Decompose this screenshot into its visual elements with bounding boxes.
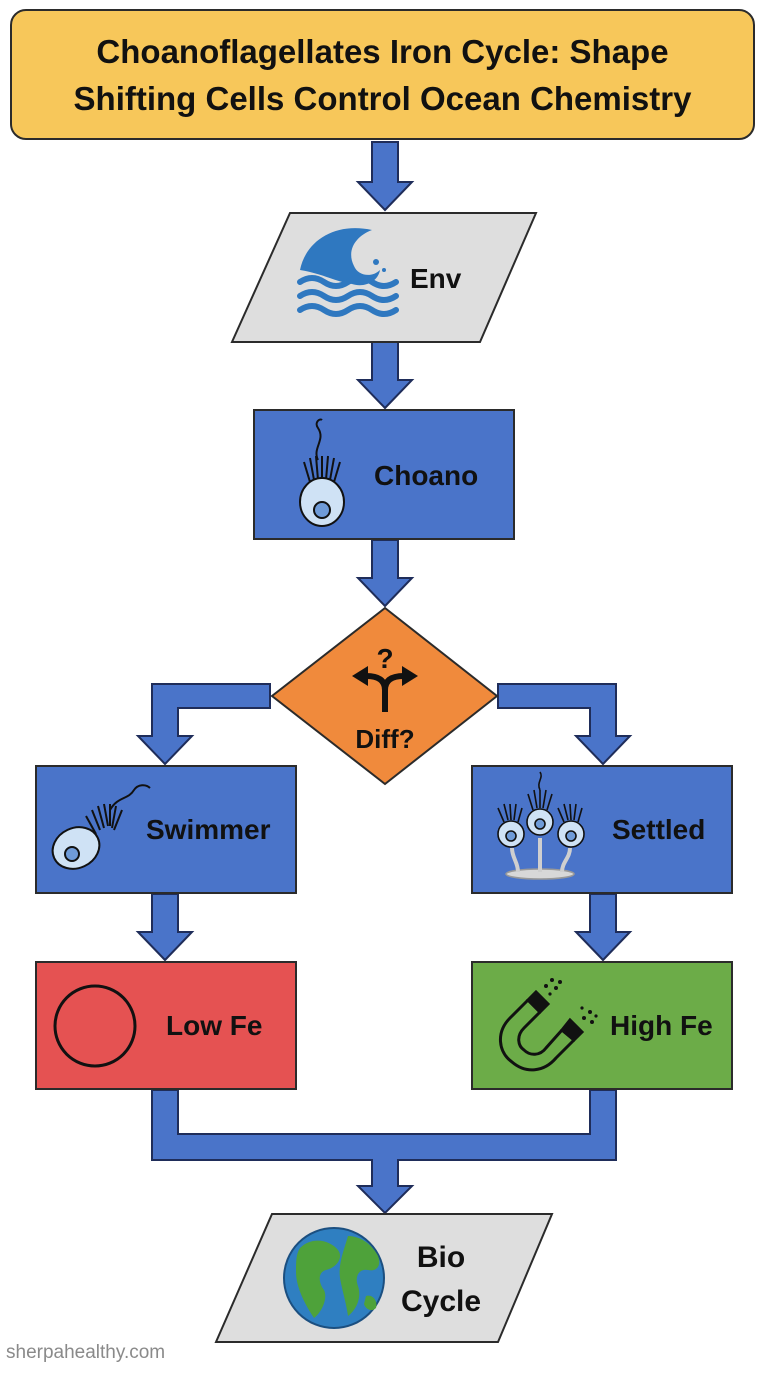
arrow-diff-to-settled bbox=[497, 683, 633, 766]
arrow-title-to-env bbox=[355, 141, 415, 212]
split-arrows-question-icon: ? bbox=[352, 643, 418, 712]
low-fe-node bbox=[35, 961, 297, 1090]
arrow-diff-to-swimmer bbox=[135, 683, 271, 766]
globe-icon bbox=[283, 1227, 385, 1329]
diagram-title-box: Choanoflagellates Iron Cycle: Shape Shif… bbox=[10, 9, 755, 140]
swimmer-label: Swimmer bbox=[146, 814, 271, 845]
env-label: Env bbox=[410, 263, 462, 294]
arrow-swimmer-to-low-fe bbox=[135, 893, 195, 962]
env-node bbox=[230, 212, 538, 343]
magnet-icon bbox=[499, 978, 598, 1072]
empty-circle-icon bbox=[53, 984, 137, 1068]
arrow-merge-to-bio-cycle bbox=[151, 1089, 617, 1215]
swimming-cell-icon bbox=[51, 784, 151, 870]
bio-cycle-label-line1: Bio bbox=[416, 1241, 466, 1274]
choanoflagellate-cell-icon bbox=[299, 418, 345, 527]
arrow-settled-to-high-fe bbox=[573, 893, 633, 962]
ocean-wave-icon bbox=[297, 228, 399, 317]
choano-label: Choano bbox=[374, 460, 479, 491]
svg-text:?: ? bbox=[376, 643, 393, 674]
arrow-env-to-choano bbox=[355, 341, 415, 410]
settled-label: Settled bbox=[612, 814, 706, 845]
low-fe-label: Low Fe bbox=[166, 1010, 263, 1041]
diff-label: Diff? bbox=[355, 723, 415, 754]
watermark: sherpahealthy.com bbox=[6, 1342, 166, 1363]
arrow-choano-to-diff bbox=[355, 539, 415, 608]
settled-colony-icon bbox=[497, 771, 585, 880]
choano-node bbox=[253, 409, 515, 540]
high-fe-label: High Fe bbox=[610, 1010, 713, 1041]
diagram-title: Choanoflagellates Iron Cycle: Shape Shif… bbox=[73, 32, 692, 117]
bio-cycle-label-line2: Cycle bbox=[400, 1285, 482, 1318]
high-fe-node bbox=[471, 961, 733, 1090]
